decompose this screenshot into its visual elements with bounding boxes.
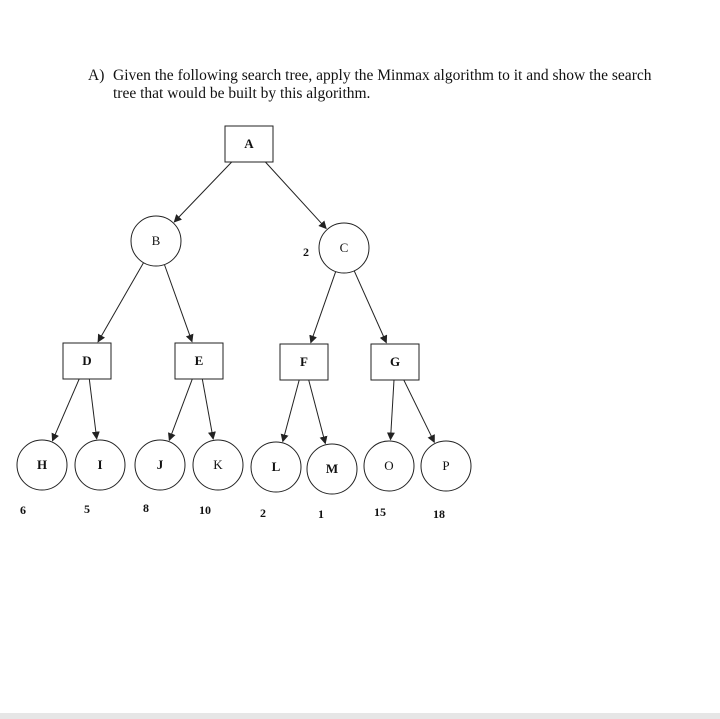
max-node-square: [62, 342, 112, 380]
edge-e-j: [168, 378, 193, 442]
question-label: A): [88, 67, 105, 84]
min-node-circle: [16, 439, 68, 491]
question-line-2: tree that would be built by this algorit…: [113, 85, 371, 102]
node-e: E: [174, 342, 224, 380]
node-label: J: [157, 457, 164, 472]
min-node-circle: [306, 443, 358, 495]
node-label: F: [300, 354, 308, 369]
max-node-square: [174, 342, 224, 380]
edge-a-b: [173, 161, 233, 223]
node-j: J: [134, 439, 186, 491]
leaf-value-l: 2: [260, 506, 266, 520]
node-l: L: [250, 441, 302, 493]
max-node-square: [224, 125, 274, 163]
max-node-square: [370, 343, 420, 381]
node-b: B: [130, 215, 182, 267]
min-node-circle: [420, 440, 472, 492]
tree-edges: [51, 161, 435, 445]
node-label: K: [213, 457, 223, 472]
edge-f-l: [280, 379, 300, 443]
edge-a-c: [265, 161, 327, 230]
node-label: G: [390, 354, 400, 369]
node-label: C: [340, 240, 349, 255]
edge-b-d: [97, 262, 144, 343]
node-label: I: [97, 457, 102, 472]
edge-e-k: [201, 378, 216, 440]
node-f: F: [279, 343, 329, 381]
node-m: M: [306, 443, 358, 495]
leaf-value-h: 6: [20, 503, 26, 517]
node-label: L: [272, 459, 281, 474]
edge-g-o: [386, 379, 395, 441]
max-node-square: [279, 343, 329, 381]
question-line-1: Given the following search tree, apply t…: [113, 67, 652, 84]
edge-c-g: [353, 270, 388, 344]
edge-d-i: [88, 378, 100, 440]
node-label: H: [37, 457, 47, 472]
leaf-value-k: 10: [199, 503, 211, 517]
node-label: P: [442, 458, 449, 473]
leaf-value-j: 8: [143, 501, 149, 515]
node-c: C: [318, 222, 370, 274]
min-node-circle: [250, 441, 302, 493]
min-node-circle: [74, 439, 126, 491]
tree-nodes: A B C D E F G H I J K L M O P: [16, 125, 472, 495]
bottom-scrollbar-strip: [0, 713, 720, 719]
node-p: P: [420, 440, 472, 492]
edge-b-e: [163, 264, 194, 343]
node-label: B: [152, 233, 161, 248]
leaf-value-i: 5: [84, 502, 90, 516]
node-label: O: [384, 458, 393, 473]
node-label: E: [195, 353, 204, 368]
min-node-circle: [363, 440, 415, 492]
node-label: M: [326, 461, 338, 476]
leaf-value-p: 18: [433, 507, 445, 521]
node-g: G: [370, 343, 420, 381]
min-node-circle: [134, 439, 186, 491]
edge-f-m: [308, 379, 328, 445]
edge-d-h: [51, 378, 80, 442]
min-node-circle: [192, 439, 244, 491]
node-k: K: [192, 439, 244, 491]
edge-g-p: [403, 379, 435, 444]
node-values: 6 5 8 10 2 1 15 18 2: [20, 245, 445, 521]
node-label: D: [82, 353, 91, 368]
node-value-c: 2: [303, 245, 309, 259]
leaf-value-m: 1: [318, 507, 324, 521]
question-body: Given the following search tree, apply t…: [113, 67, 708, 103]
node-label: A: [244, 136, 254, 151]
leaf-value-o: 15: [374, 505, 386, 519]
node-a: A: [224, 125, 274, 163]
node-i: I: [74, 439, 126, 491]
node-d: D: [62, 342, 112, 380]
min-node-circle: [318, 222, 370, 274]
node-h: H: [16, 439, 68, 491]
min-node-circle: [130, 215, 182, 267]
node-o: O: [363, 440, 415, 492]
edge-c-f: [309, 271, 337, 344]
